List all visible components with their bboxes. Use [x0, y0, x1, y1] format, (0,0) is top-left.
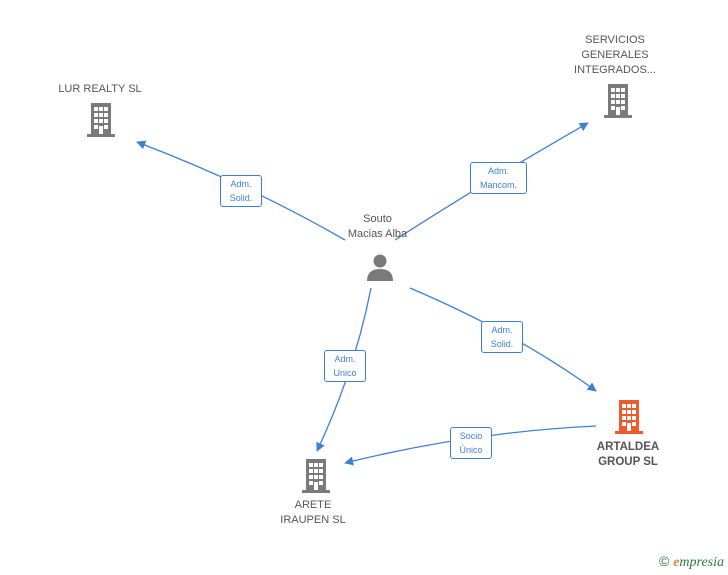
company-name-servicios[interactable]: SERVICIOS GENERALES INTEGRADOS...	[574, 34, 656, 76]
brand-logo: empresia	[673, 555, 724, 570]
building-icon[interactable]	[85, 102, 117, 138]
relation-label-servicios: Adm. Mancom.	[470, 162, 527, 194]
person-icon[interactable]	[365, 252, 395, 282]
building-icon[interactable]	[300, 458, 332, 494]
relation-label-arete: Adm. Unico	[324, 350, 366, 382]
company-name-artaldea[interactable]: ARTALDEA GROUP SL	[596, 441, 660, 468]
relation-label-artaldea: Adm. Solid.	[481, 321, 523, 353]
relation-label-artaldea-arete: Socio Único	[450, 427, 492, 459]
building-icon[interactable]	[602, 83, 634, 119]
relation-label-lur: Adm. Solid.	[220, 175, 262, 207]
person-name[interactable]: Souto Macias Alba	[347, 213, 408, 240]
brand-footer: © empresia	[659, 553, 724, 571]
copyright-icon: ©	[658, 553, 670, 569]
company-name-lur-realty[interactable]: LUR REALTY SL	[58, 83, 142, 95]
building-icon[interactable]	[613, 399, 645, 435]
company-name-arete[interactable]: ARETE IRAUPEN SL	[280, 499, 346, 526]
